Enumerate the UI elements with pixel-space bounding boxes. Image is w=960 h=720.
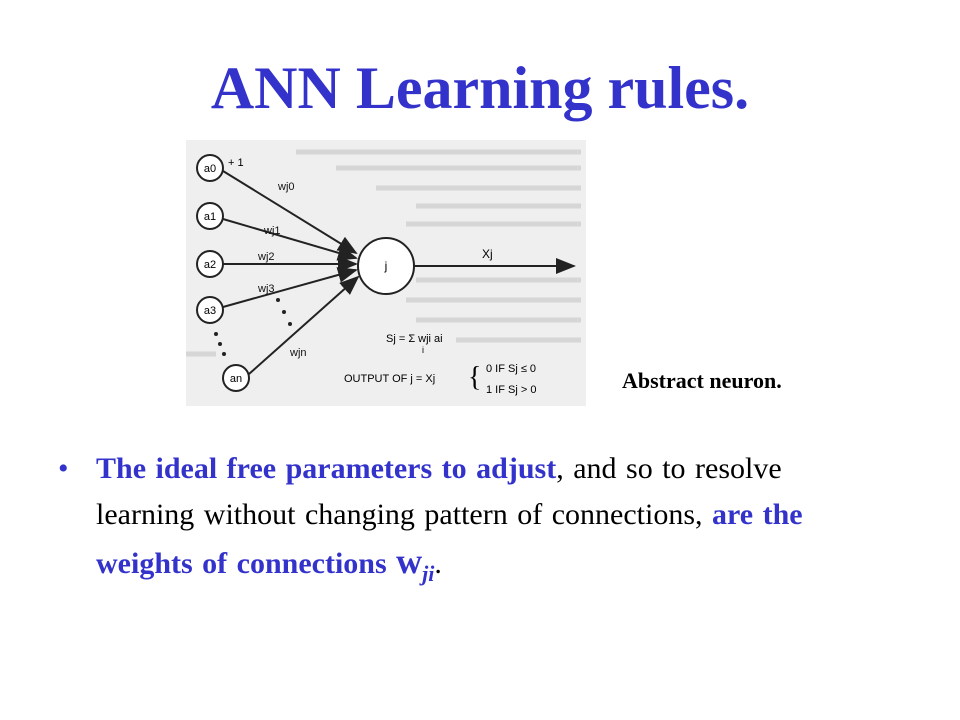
- rule-one: 1 IF Sj > 0: [486, 384, 536, 396]
- rule-brace: {: [468, 362, 481, 393]
- input-node-a0: a0: [196, 154, 224, 182]
- abstract-neuron-diagram: a0 + 1 a1 a2 a3 an: [186, 140, 586, 406]
- input-node-an: an: [222, 364, 250, 392]
- bullet-plain: , and so to resolve learning without cha…: [96, 452, 782, 531]
- bullet-text: The ideal free parameters to adjust, and…: [96, 446, 848, 597]
- figure-caption: Abstract neuron.: [622, 368, 782, 393]
- neuron-node: j: [357, 237, 415, 295]
- weight-label-wj2: wj2: [257, 251, 275, 263]
- background-scan-lines: [186, 149, 581, 357]
- neuron-svg: a0 + 1 a1 a2 a3 an: [186, 149, 581, 396]
- bullet-highlight-1: The ideal free parameters to adjust: [96, 452, 557, 485]
- bullet-period: .: [434, 547, 442, 580]
- svg-text:a2: a2: [204, 259, 216, 271]
- slide-title: ANN Learning rules.: [210, 55, 750, 121]
- output-rule-label: OUTPUT OF j = Xj: [344, 373, 435, 385]
- svg-text:j: j: [384, 259, 388, 273]
- sum-index: i: [422, 345, 424, 355]
- svg-text:a3: a3: [204, 305, 216, 317]
- bullet-point: • The ideal free parameters to adjust, a…: [58, 446, 848, 597]
- svg-text:a1: a1: [204, 211, 216, 223]
- weight-label-wj0: wj0: [277, 181, 295, 193]
- svg-text:an: an: [230, 373, 242, 385]
- weight-label-wj3: wj3: [257, 283, 275, 295]
- rule-zero: 0 IF Sj ≤ 0: [486, 363, 536, 375]
- bias-label: + 1: [228, 157, 244, 169]
- sum-formula: Sj = Σ wji ai: [386, 333, 443, 345]
- ellipsis-dots: [214, 298, 292, 356]
- input-node-a2: a2: [196, 250, 224, 278]
- output-label: Xj: [482, 247, 493, 261]
- weight-label-wj1: wj1: [263, 225, 281, 237]
- weight-subscript: ji: [422, 561, 435, 586]
- weight-connections: [222, 170, 360, 375]
- bullet-highlight-2: are the weights of connections: [96, 498, 803, 580]
- bullet-dot-icon: •: [58, 452, 69, 485]
- weight-label-wjn: wjn: [289, 347, 307, 359]
- svg-text:a0: a0: [204, 163, 216, 175]
- input-node-a1: a1: [196, 202, 224, 230]
- weight-symbol: w: [396, 541, 423, 581]
- input-node-a3: a3: [196, 296, 224, 324]
